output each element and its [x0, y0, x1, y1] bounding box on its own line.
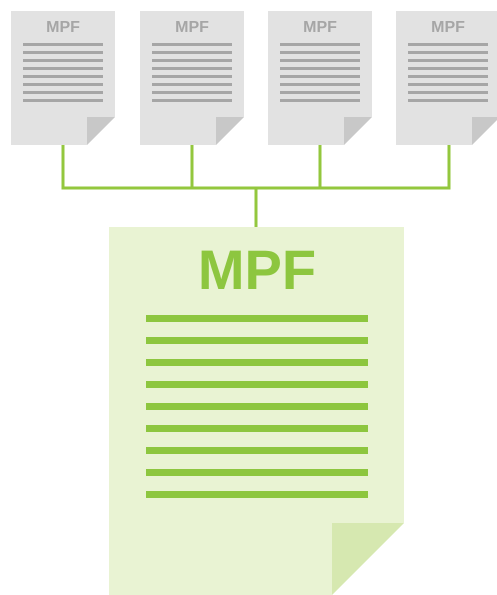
text-line	[146, 315, 368, 322]
text-line	[146, 359, 368, 366]
text-line	[408, 43, 488, 46]
document-fold	[87, 117, 115, 145]
text-line	[280, 83, 360, 86]
text-line	[408, 59, 488, 62]
text-line	[280, 59, 360, 62]
text-line	[152, 59, 232, 62]
text-line	[408, 83, 488, 86]
source-document-2: MPF	[140, 11, 244, 145]
text-line	[146, 469, 368, 476]
text-lines	[408, 43, 488, 102]
text-line	[280, 43, 360, 46]
text-line	[23, 83, 103, 86]
text-line	[146, 491, 368, 498]
text-line	[146, 403, 368, 410]
text-line	[23, 91, 103, 94]
text-line	[146, 337, 368, 344]
text-lines	[146, 315, 368, 498]
text-line	[280, 99, 360, 102]
text-lines	[152, 43, 232, 102]
text-line	[280, 51, 360, 54]
text-line	[408, 91, 488, 94]
text-line	[152, 75, 232, 78]
text-line	[23, 75, 103, 78]
text-line	[152, 91, 232, 94]
text-line	[23, 99, 103, 102]
merged-document: MPF	[109, 227, 404, 595]
text-line	[408, 51, 488, 54]
text-line	[152, 99, 232, 102]
text-line	[23, 67, 103, 70]
text-lines	[23, 43, 103, 102]
text-line	[152, 67, 232, 70]
text-line	[23, 51, 103, 54]
text-line	[152, 83, 232, 86]
text-line	[146, 425, 368, 432]
source-document-3: MPF	[268, 11, 372, 145]
text-line	[23, 43, 103, 46]
document-fold	[472, 117, 497, 145]
document-label: MPF	[431, 19, 465, 36]
document-label: MPF	[175, 19, 209, 36]
document-fold	[216, 117, 244, 145]
text-line	[408, 67, 488, 70]
text-line	[280, 91, 360, 94]
document-fold	[332, 523, 404, 595]
text-line	[152, 51, 232, 54]
text-line	[152, 43, 232, 46]
document-label: MPF	[303, 19, 337, 36]
text-lines	[280, 43, 360, 102]
document-fold	[344, 117, 372, 145]
text-line	[280, 67, 360, 70]
connector-lines	[61, 142, 451, 229]
document-label: MPF	[198, 238, 316, 301]
text-line	[280, 75, 360, 78]
text-line	[146, 381, 368, 388]
text-line	[146, 447, 368, 454]
text-line	[408, 75, 488, 78]
source-document-1: MPF	[11, 11, 115, 145]
text-line	[23, 59, 103, 62]
text-line	[408, 99, 488, 102]
source-document-4: MPF	[396, 11, 497, 145]
document-label: MPF	[46, 19, 80, 36]
